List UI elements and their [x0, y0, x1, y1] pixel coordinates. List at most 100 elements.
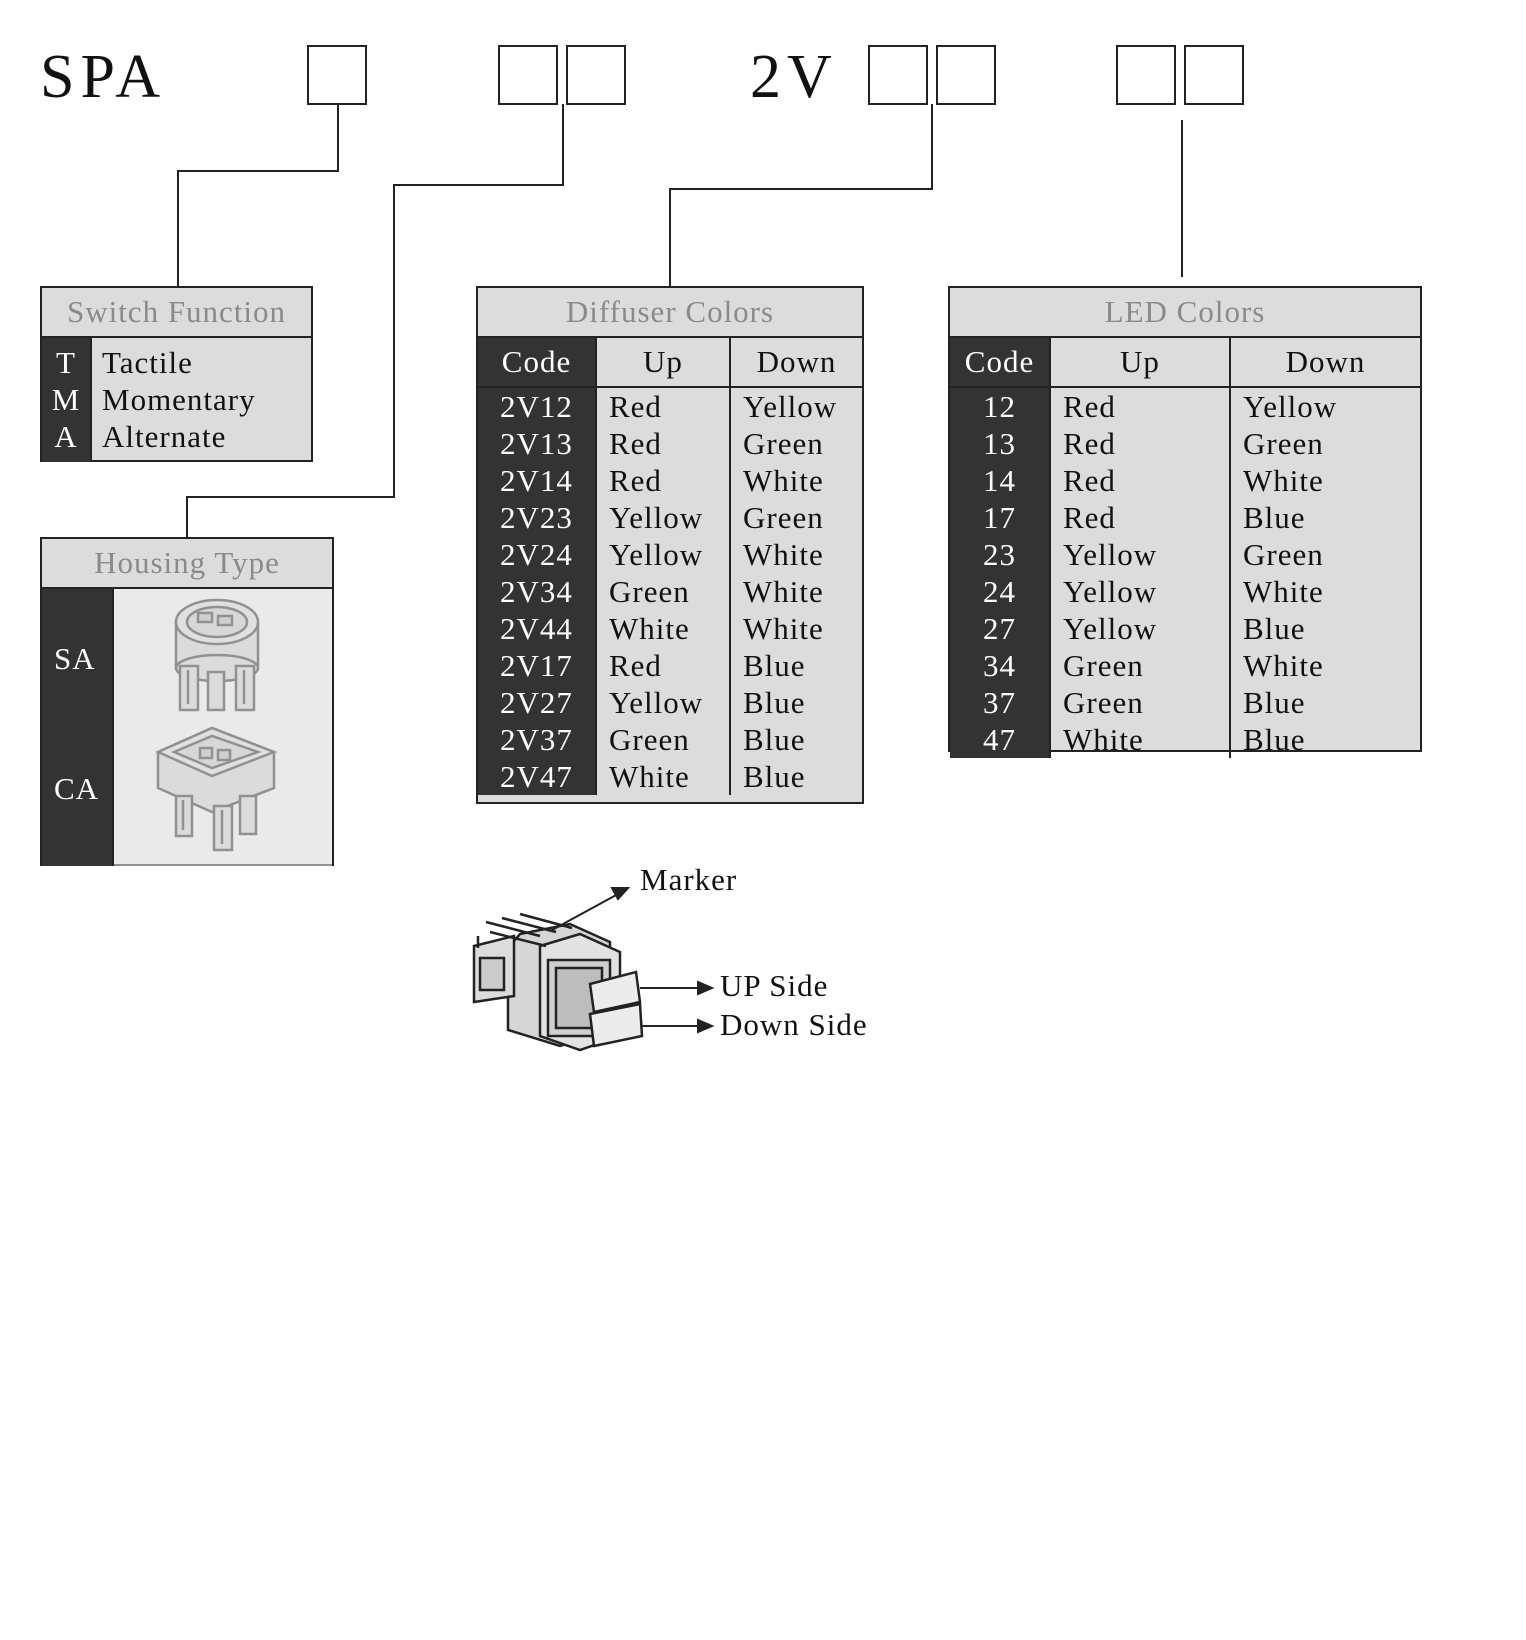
led-cell-up: Red [1049, 499, 1230, 536]
diffuser-cell-down: Green [729, 425, 862, 462]
leader-function [177, 104, 339, 287]
diffuser-cell-down: Blue [729, 721, 862, 758]
led-cell-down: Yellow [1229, 387, 1420, 425]
led-cell-up: Green [1049, 684, 1230, 721]
code-box-function [307, 45, 367, 105]
diffuser-header-code: Code [478, 338, 596, 388]
part-mid-code: 2V [750, 43, 838, 111]
led-cell-up: Yellow [1049, 610, 1230, 647]
diffuser-cell-code: 2V37 [478, 721, 596, 758]
led-cell-code: 12 [950, 387, 1050, 425]
diffuser-cell-down: White [729, 610, 862, 647]
diffuser-cell-code: 2V24 [478, 536, 596, 573]
led-cell-code: 13 [950, 425, 1050, 462]
housing-type-title: Housing Type [42, 539, 332, 589]
diffuser-cell-code: 2V44 [478, 610, 596, 647]
diffuser-cell-down: Yellow [729, 387, 862, 425]
diffuser-cell-up: Red [595, 647, 730, 684]
diffuser-header-down: Down [729, 338, 862, 388]
switch-function-title: Switch Function [42, 288, 311, 338]
diffuser-cell-up: Red [595, 387, 730, 425]
led-cell-code: 23 [950, 536, 1050, 573]
led-cell-up: Red [1049, 387, 1230, 425]
function-label-tactile: Tactile [102, 345, 193, 380]
led-cell-up: Yellow [1049, 573, 1230, 610]
led-cell-down: White [1229, 573, 1420, 610]
diffuser-cell-code: 2V14 [478, 462, 596, 499]
led-cell-down: Green [1229, 536, 1420, 573]
led-cell-code: 24 [950, 573, 1050, 610]
led-cell-down: Blue [1229, 499, 1420, 536]
led-cell-code: 14 [950, 462, 1050, 499]
led-cell-code: 37 [950, 684, 1050, 721]
marker-label: Marker [640, 862, 738, 897]
diffuser-cell-up: Yellow [595, 684, 730, 721]
diffuser-cell-code: 2V47 [478, 758, 596, 795]
diffuser-cell-code: 2V17 [478, 647, 596, 684]
diffuser-cell-code: 2V27 [478, 684, 596, 721]
diffuser-cell-down: Blue [729, 647, 862, 684]
callout-arrows [551, 887, 715, 1034]
leader-housing [186, 104, 564, 537]
diffuser-cell-down: White [729, 573, 862, 610]
led-cell-down: Green [1229, 425, 1420, 462]
led-cell-up: Yellow [1049, 536, 1230, 573]
led-cell-up: Red [1049, 425, 1230, 462]
diffuser-cell-up: Red [595, 425, 730, 462]
code-box-led-1 [1116, 45, 1176, 105]
code-box-diffuser-2 [936, 45, 996, 105]
switch-drawing [472, 912, 644, 1052]
code-box-led-2 [1184, 45, 1244, 105]
housing-type-panel: Housing Type SA CA [40, 537, 334, 866]
function-code-m: M [51, 382, 81, 417]
diffuser-cell-down: White [729, 462, 862, 499]
led-colors-title: LED Colors [950, 288, 1420, 338]
diffuser-cell-code: 2V12 [478, 387, 596, 425]
led-cell-down: White [1229, 647, 1420, 684]
diffuser-header-up: Up [595, 338, 730, 388]
housing-images [114, 589, 332, 866]
led-cell-down: Blue [1229, 684, 1420, 721]
led-cell-code: 34 [950, 647, 1050, 684]
led-header-code: Code [950, 338, 1050, 388]
led-cell-code: 47 [950, 721, 1050, 758]
code-box-housing-1 [498, 45, 558, 105]
led-header-down: Down [1229, 338, 1420, 388]
led-cell-up: Red [1049, 462, 1230, 499]
diffuser-cell-up: Red [595, 462, 730, 499]
led-cell-up: White [1049, 721, 1230, 758]
housing-code-sa: SA [54, 641, 96, 676]
function-label-momentary: Momentary [102, 382, 256, 417]
code-box-diffuser-1 [868, 45, 928, 105]
leader-diffuser [669, 104, 933, 287]
diffuser-cell-down: White [729, 536, 862, 573]
led-header-up: Up [1049, 338, 1230, 388]
led-cell-down: White [1229, 462, 1420, 499]
diffuser-cell-down: Blue [729, 758, 862, 795]
diffuser-cell-up: White [595, 610, 730, 647]
led-cell-code: 27 [950, 610, 1050, 647]
diffuser-cell-down: Blue [729, 684, 862, 721]
function-code-t: T [56, 345, 76, 380]
diffuser-cell-up: Yellow [595, 499, 730, 536]
led-cell-up: Green [1049, 647, 1230, 684]
function-label-alternate: Alternate [102, 419, 227, 454]
diffuser-cell-up: White [595, 758, 730, 795]
diffuser-cell-up: Green [595, 573, 730, 610]
